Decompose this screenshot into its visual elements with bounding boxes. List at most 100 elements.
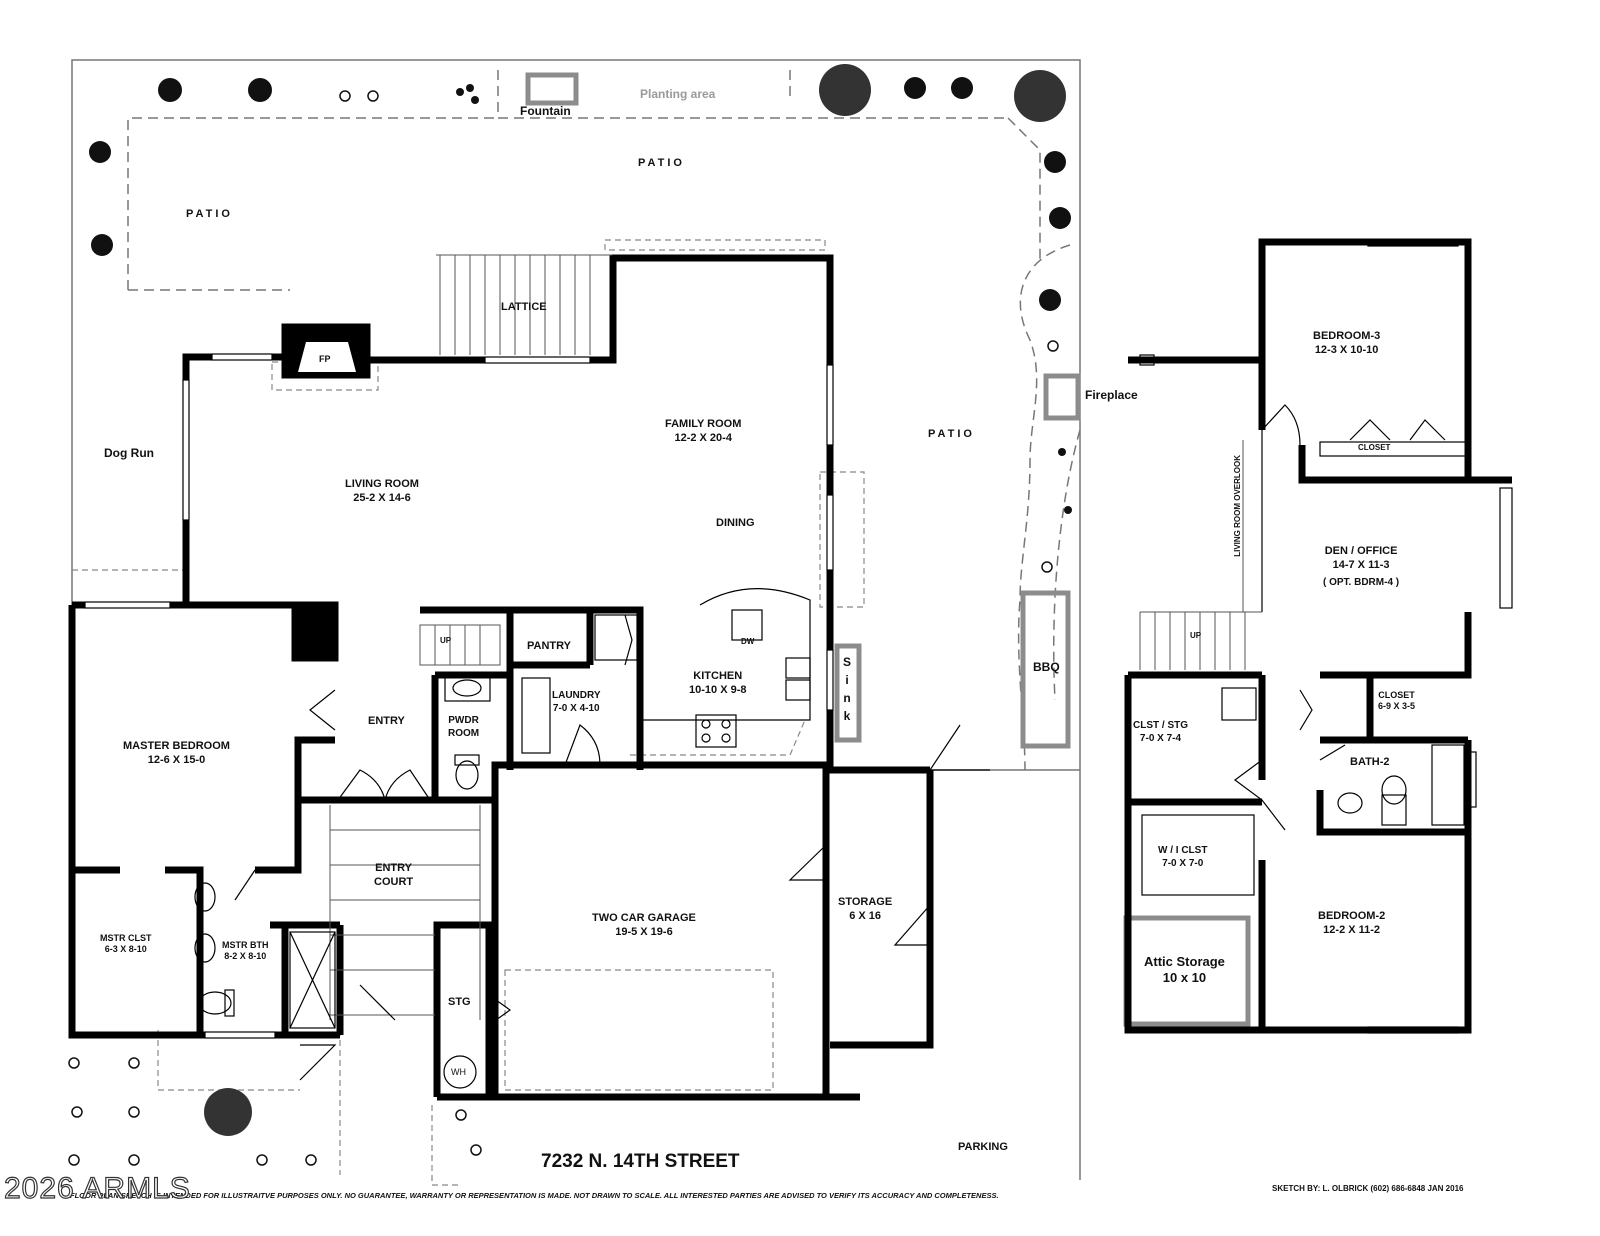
windows [84,353,834,1039]
fp-label: FP [319,354,331,364]
attic-storage-size: 10 x 10 [1162,970,1207,986]
attic-storage-label: Attic Storage 10 x 10 [1144,954,1225,987]
kitchen-label: KITCHEN 10-10 X 9-8 [689,670,746,698]
master-bedroom-label: MASTER BEDROOM 12-6 X 15-0 [123,740,230,768]
bedroom3-label: BEDROOM-3 12-3 X 10-10 [1313,330,1380,358]
fireplace-label: Fireplace [1085,388,1138,402]
garage-label: TWO CAR GARAGE 19-5 X 19-6 [592,912,696,940]
landscape-shrubs [89,64,1072,1136]
dashed-outlines [72,239,865,1186]
dog-run-label: Dog Run [104,446,154,460]
clst-stg-label: CLST / STG 7-0 X 7-4 [1133,720,1188,745]
master-bath-name: MSTR BTH [222,940,269,950]
property-address: 7232 N. 14TH STREET [541,1151,740,1172]
bath2-label: BATH-2 [1350,756,1390,768]
master-closet-size: 6-3 X 8-10 [104,944,147,955]
garage-size: 19-5 X 19-6 [615,925,673,938]
master-bedroom-name: MASTER BEDROOM [123,740,230,752]
family-room-label: FAMILY ROOM 12-2 X 20-4 [665,418,741,446]
wi-closet-size: 7-0 X 7-0 [1162,857,1204,869]
gray-fixtures [525,72,1251,1027]
storage-size: 6 X 16 [849,909,881,922]
dw-label: DW [741,637,755,646]
master-closet-label: MSTR CLST 6-3 X 8-10 [100,933,152,956]
sketch-credit: SKETCH BY: L. OLBRICK (602) 686-6848 JAN… [1272,1184,1464,1193]
bedroom3-name: BEDROOM-3 [1313,330,1381,342]
closet-small-size: 6-9 X 3-5 [1378,701,1416,712]
upper-stairs [1139,440,1262,670]
entry-court-line2: COURT [374,875,414,888]
entry-label: ENTRY [368,715,405,727]
overlook-label: LIVING ROOM OVERLOOK [1233,455,1242,557]
laundry-label: LAUNDRY 7-0 X 4-10 [552,690,601,715]
bedroom2-size: 12-2 X 11-2 [1323,923,1381,936]
bbq-label: BBQ [1033,660,1060,674]
garage-name: TWO CAR GARAGE [592,912,696,924]
bedroom3-closet-label: CLOSET [1358,443,1391,452]
planting-area-border [127,70,1081,771]
pantry-label: PANTRY [527,640,571,652]
bedroom2-name: BEDROOM-2 [1318,910,1386,922]
upper-thin-lines [1139,239,1513,1034]
powder-room-line2: ROOM [448,727,480,739]
entry-court-line1: ENTRY [375,862,412,874]
main-bath-fixtures [194,674,491,1089]
living-room-size: 25-2 X 14-6 [353,491,411,504]
laundry-size: 7-0 X 4-10 [552,702,600,714]
lattice-label: LATTICE [501,301,547,313]
master-closet-name: MSTR CLST [100,933,152,943]
armls-watermark: 2026 ARMLS [3,1171,191,1205]
bedroom2-label: BEDROOM-2 12-2 X 11-2 [1318,910,1385,938]
storage-name: STORAGE [838,896,893,908]
wi-closet-name: W / I CLST [1158,845,1208,856]
fountain-label: Fountain [520,104,571,118]
up-label-upper: UP [1190,631,1202,640]
family-room-size: 12-2 X 20-4 [674,431,732,444]
kitchen-counter [521,588,811,754]
sink-letter-3: n [843,691,851,705]
master-bedroom-size: 12-6 X 15-0 [147,753,206,766]
main-stairs [329,254,612,1020]
up-label-main: UP [440,636,452,645]
wi-closet-label: W / I CLST 7-0 X 7-0 [1158,845,1207,870]
parking-label: PARKING [958,1141,1008,1153]
kitchen-size: 10-10 X 9-8 [689,683,747,696]
storage-label: STORAGE 6 X 16 [838,896,892,924]
patio-label-left: PATIO [186,208,233,220]
closet-small-label: CLOSET 6-9 X 3-5 [1378,690,1415,713]
powder-room-line1: PWDR [448,715,479,726]
family-room-name: FAMILY ROOM [665,418,742,430]
clst-stg-name: CLST / STG [1133,720,1188,731]
master-bath-size: 8-2 X 8-10 [224,951,267,962]
closet-small-name: CLOSET [1378,690,1415,700]
laundry-name: LAUNDRY [552,690,601,701]
main-doors [234,614,990,1081]
sink-letter-2: i [845,673,849,687]
living-room-name: LIVING ROOM [345,478,419,490]
patio-label-top: PATIO [638,157,685,169]
water-heater-label: WH [451,1067,466,1077]
entry-court-label: ENTRY COURT [374,862,413,890]
bedroom3-size: 12-3 X 10-10 [1314,343,1379,356]
patio-label-right: PATIO [928,428,975,440]
sink-letter-4: k [843,709,851,723]
den-label: DEN / OFFICE 14-7 X 11-3 ( OPT. BDRM-4 ) [1323,545,1399,589]
master-bath-label: MSTR BTH 8-2 X 8-10 [222,940,269,963]
clst-stg-size: 7-0 X 7-4 [1139,732,1182,744]
kitchen-name: KITCHEN [693,670,743,682]
sink-letter-1: S [843,655,852,669]
planting-area-label: Planting area [640,87,716,101]
disclaimer-text: FLOOR PLAN SKETCH IS INTENDED FOR ILLUST… [70,1191,999,1200]
stg-label: STG [448,996,471,1008]
living-room-label: LIVING ROOM 25-2 X 14-6 [345,478,419,506]
main-floor-walls [68,254,934,1101]
fireplace-hearth [298,342,356,372]
landscape-flowers [68,90,1059,1166]
dining-label: DINING [716,517,755,529]
attic-storage-name: Attic Storage [1144,954,1225,969]
den-size: 14-7 X 11-3 [1332,558,1390,571]
sink-label: S i n k [843,653,851,725]
upper-floor-walls [1124,238,1512,1034]
den-name: DEN / OFFICE [1324,545,1398,557]
